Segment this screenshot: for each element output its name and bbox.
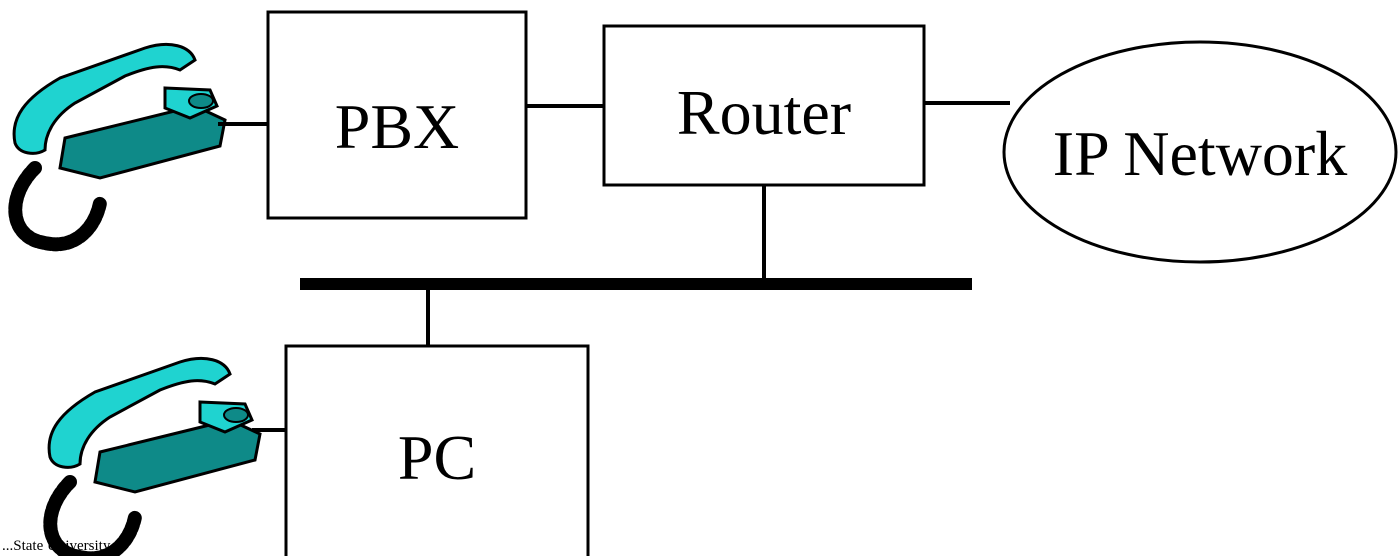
footer-text: ...State University <box>2 538 111 554</box>
top-telephone-icon <box>14 44 225 244</box>
pbx-node: PBX <box>266 10 528 220</box>
pbx-label: PBX <box>335 91 460 162</box>
pc-node: PC <box>284 344 590 556</box>
ip-network-label: IP Network <box>1053 118 1347 189</box>
pc-label: PC <box>398 422 476 493</box>
bottom-telephone-icon <box>49 358 260 556</box>
ip-network-node: IP Network <box>1002 40 1398 264</box>
router-label: Router <box>677 77 851 148</box>
router-node: Router <box>602 24 926 187</box>
